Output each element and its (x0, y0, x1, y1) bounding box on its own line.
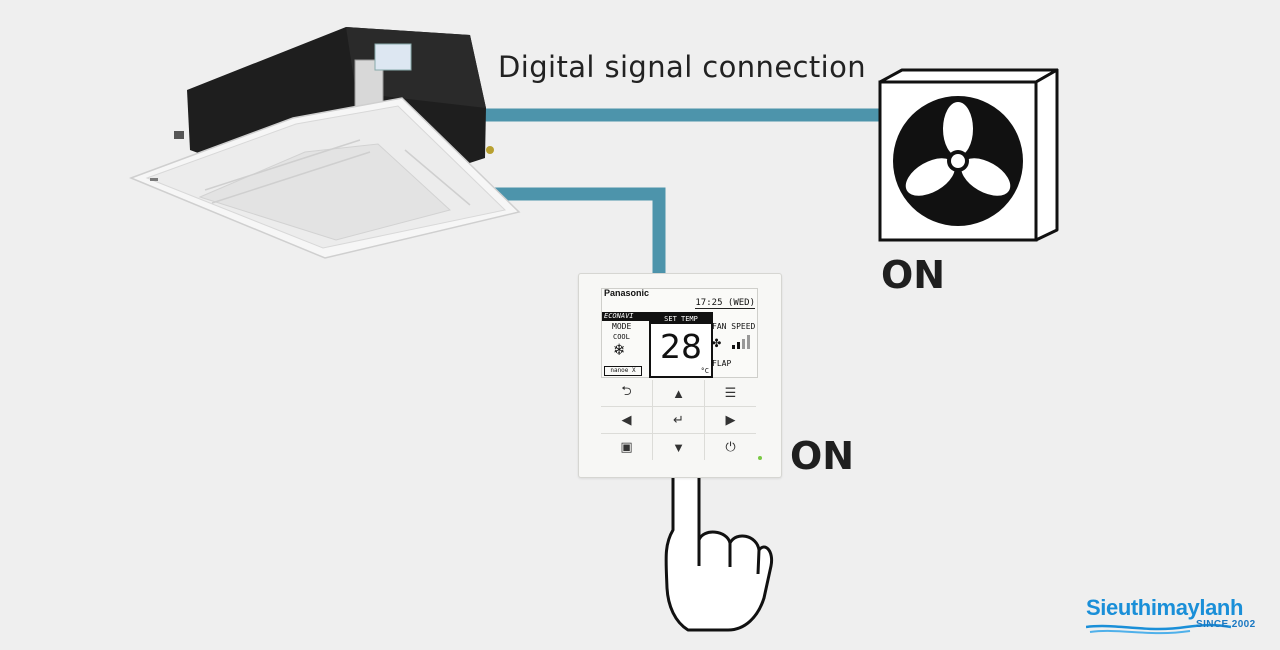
fan-blades-icon (905, 102, 1011, 196)
remote-status-label: ON (790, 434, 855, 478)
fan-speed-bars-icon (732, 335, 754, 349)
connection-label: Digital signal connection (498, 50, 867, 84)
up-button[interactable]: ▲ (653, 380, 705, 407)
power-button[interactable]: ⏻ (725, 439, 736, 454)
remote-keypad: ⮌ ▲ ☰ ◀ ↵ ▶ ▣ ▼ ⏻ (601, 380, 759, 464)
logo-name: Sieuthimaylanh (1086, 595, 1243, 620)
remote-lcd-screen: Panasonic 17:25 (WED) ECONAVI MODE COOL … (601, 288, 758, 378)
set-temperature: 28 (660, 327, 702, 366)
set-temp-label: SET TEMP (651, 314, 711, 324)
pointing-hand-icon (664, 449, 774, 632)
nanoe-badge: nanoe X (604, 366, 642, 376)
mode-label: MODE (612, 322, 632, 331)
right-button[interactable]: ▶ (705, 407, 756, 434)
filter-button[interactable]: ▣ (601, 434, 653, 460)
brand-logo: Sieuthimaylanh SINCE 2002 (1085, 595, 1258, 644)
econavi-badge: ECONAVI (602, 312, 650, 321)
snowflake-icon: ❄ (614, 340, 625, 360)
left-button[interactable]: ◀ (601, 407, 653, 434)
fan-speed-label: FAN SPEED (712, 322, 756, 331)
remote-controller: Panasonic 17:25 (WED) ECONAVI MODE COOL … (578, 273, 782, 478)
flap-label: FLAP (712, 359, 732, 368)
menu-button[interactable]: ☰ (705, 380, 756, 407)
power-led (758, 456, 762, 460)
cassette-indoor-unit (128, 27, 521, 259)
remote-clock: 17:25 (WED) (695, 298, 755, 309)
set-temp-box: SET TEMP 28 °C (649, 312, 713, 378)
mode-value: COOL (613, 333, 630, 341)
remote-brand: Panasonic (604, 288, 650, 298)
enter-button[interactable]: ↵ (653, 407, 705, 434)
logo-since: SINCE 2002 (1196, 619, 1256, 630)
fan-status-label: ON (881, 253, 946, 297)
ventilation-fan (878, 68, 1059, 242)
return-button[interactable]: ⮌ (601, 380, 653, 407)
down-button[interactable]: ▼ (653, 434, 705, 460)
temperature-unit: °C (700, 367, 709, 375)
logo-wave-icon (1085, 623, 1232, 635)
signal-cable-to-remote (495, 187, 666, 274)
fan-icon: ✤ (712, 333, 722, 351)
